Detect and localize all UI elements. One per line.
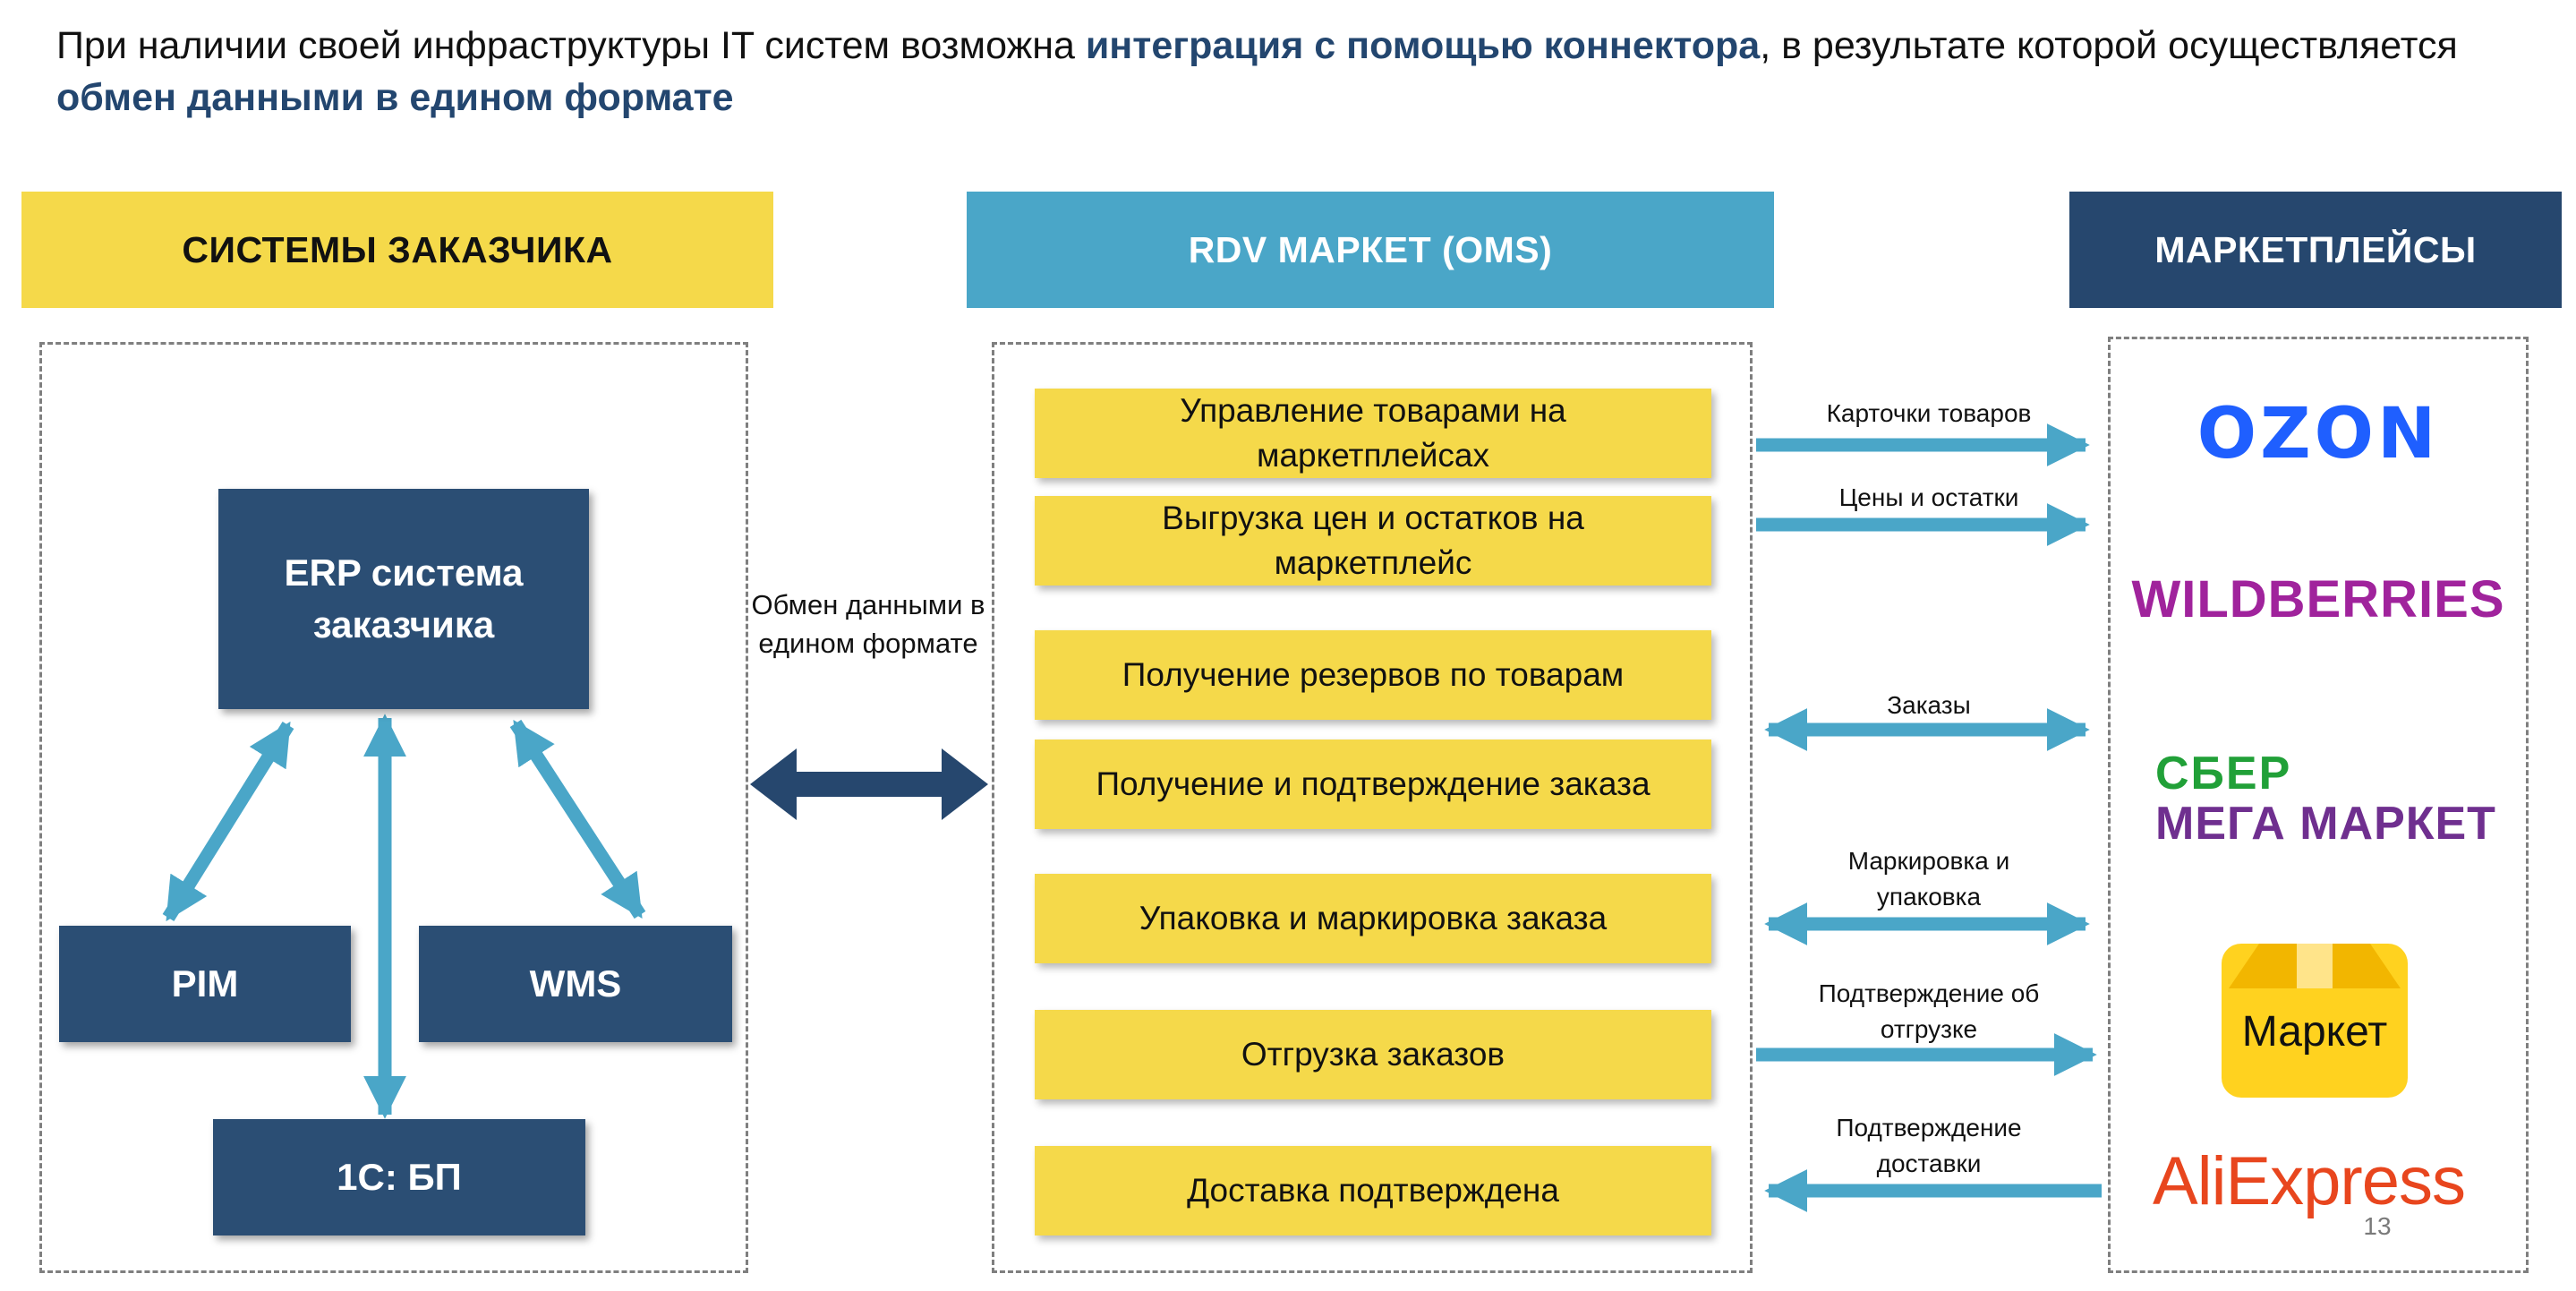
oms-function-order-shipment: Отгрузка заказов: [1035, 1010, 1711, 1099]
ozon-logo: OZON: [2196, 394, 2440, 475]
flow-label-product-cards: Карточки товаров: [1826, 399, 2032, 427]
wildberries-logo: WILDBERRIES: [2131, 570, 2505, 628]
sber-logo-line-1: СБЕР: [2155, 748, 2292, 799]
header-marketplaces: МАРКЕТПЛЕЙСЫ: [2069, 192, 2562, 308]
oms-function-delivery-confirmed: Доставка подтверждена: [1035, 1146, 1711, 1235]
intro-text: При наличии своей инфраструктуры IT сист…: [56, 20, 2527, 124]
flow-label-delivery-confirm: Подтверждение доставки: [1836, 1114, 2022, 1177]
arrow-data-exchange: [750, 748, 988, 820]
wms-box: WMS: [419, 926, 732, 1042]
oms-functions-container: [992, 342, 1753, 1273]
aliexpress-logo: AliExpress: [2153, 1142, 2529, 1220]
marketplaces-container: [2108, 337, 2529, 1273]
data-exchange-label: Обмен данными в едином формате: [751, 589, 985, 659]
yandex-market-bag-lid-icon: [2229, 944, 2401, 988]
flow-label-marking-packing: Маркировка и упаковка: [1847, 847, 2010, 911]
erp-system-box: ERP система заказчика: [218, 489, 589, 709]
oms-function-reserve-receipt: Получение резервов по товарам: [1035, 630, 1711, 720]
sber-logo-line-2: МЕГА МАРКЕТ: [2155, 798, 2496, 850]
sbermegamarket-logo: СБЕР МЕГА МАРКЕТ: [2155, 748, 2540, 849]
arrow-erp-pim: [162, 721, 294, 922]
intro-highlight-integration: интеграция с помощью коннектора: [1085, 24, 1761, 67]
oms-function-price-stock-upload: Выгрузка цен и остатков на маркетплейс: [1035, 496, 1711, 586]
intro-part-2: , в результате которой осуществляется: [1760, 24, 2458, 67]
flow-label-shipment-confirm: Подтверждение об отгрузке: [1818, 979, 2040, 1043]
oms-function-packing-marking: Упаковка и маркировка заказа: [1035, 874, 1711, 963]
customer-systems-container: [39, 342, 748, 1273]
page-number: 13: [2363, 1212, 2392, 1240]
flow-label-prices-stock: Цены и остатки: [1838, 483, 2019, 511]
pim-box: PIM: [59, 926, 351, 1042]
header-rdv-market-oms: RDV МАРКЕТ (OMS): [967, 192, 1774, 308]
header-customer-systems: СИСТЕМЫ ЗАКАЗЧИКА: [21, 192, 773, 308]
oms-function-product-management: Управление товарами на маркетплейсах: [1035, 389, 1711, 478]
intro-part-1: При наличии своей инфраструктуры IT сист…: [56, 24, 1086, 67]
onec-box: 1С: БП: [213, 1119, 585, 1235]
arrow-erp-wms: [509, 719, 646, 919]
yandex-market-logo-text: Маркет: [2241, 1007, 2388, 1056]
aliexpress-logo-express: Express: [2225, 1143, 2466, 1219]
oms-function-order-confirm: Получение и подтверждение заказа: [1035, 740, 1711, 829]
intro-highlight-exchange: обмен данными в едином формате: [56, 76, 734, 119]
aliexpress-logo-ali: Ali: [2153, 1143, 2226, 1219]
flow-label-orders: Заказы: [1887, 691, 1971, 719]
